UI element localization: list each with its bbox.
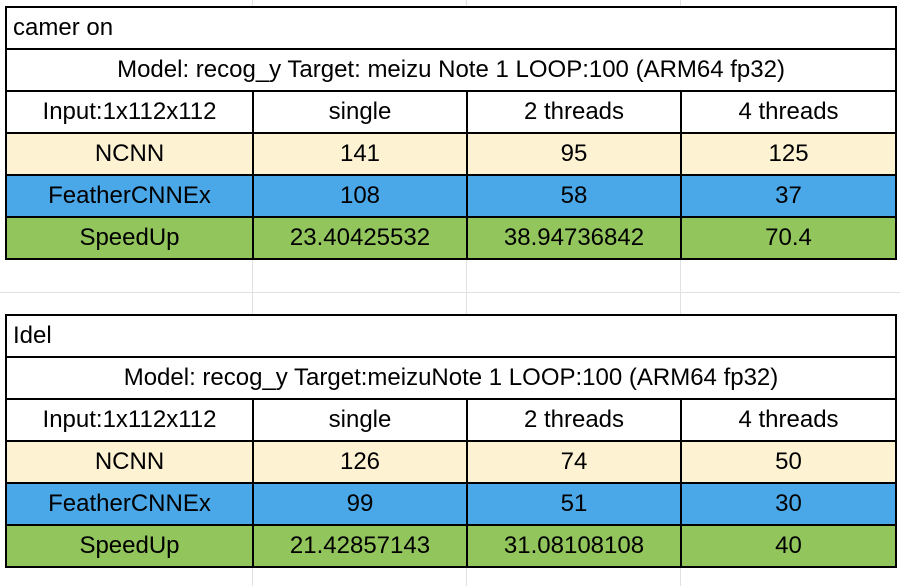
row-label-cell[interactable]: NCNN: [5, 132, 254, 176]
value-cell[interactable]: 37: [679, 174, 898, 218]
header-cell-input[interactable]: Input:1x112x112: [5, 398, 254, 442]
row-label-cell[interactable]: FeatherCNNEx: [5, 174, 254, 218]
header-cell-single[interactable]: single: [252, 90, 468, 134]
value-cell[interactable]: 51: [466, 482, 682, 526]
value-cell[interactable]: 141: [252, 132, 468, 176]
value-cell[interactable]: 58: [466, 174, 682, 218]
value-cell[interactable]: 108: [252, 174, 468, 218]
model-row: Model: recog_y Target: meizu Note 1 LOOP…: [4, 48, 898, 92]
value-cell[interactable]: 23.40425532: [252, 216, 468, 260]
value-cell[interactable]: 50: [679, 440, 898, 484]
row-label-cell[interactable]: NCNN: [5, 440, 254, 484]
table-title[interactable]: Idel: [4, 314, 898, 358]
model-description-cell[interactable]: Model: recog_y Target: meizu Note 1 LOOP…: [4, 48, 898, 92]
value-cell[interactable]: 74: [466, 440, 682, 484]
value-cell[interactable]: 70.4: [679, 216, 898, 260]
gridline: [0, 292, 900, 293]
header-cell-4-threads[interactable]: 4 threads: [679, 398, 898, 442]
value-cell[interactable]: 38.94736842: [466, 216, 682, 260]
table-row-feathercnnex: FeatherCNNEx 99 51 30: [5, 482, 898, 526]
value-cell[interactable]: 31.08108108: [466, 524, 682, 568]
header-cell-2-threads[interactable]: 2 threads: [466, 90, 682, 134]
header-cell-input[interactable]: Input:1x112x112: [5, 90, 254, 134]
row-label-cell[interactable]: SpeedUp: [5, 524, 254, 568]
header-row: Input:1x112x112 single 2 threads 4 threa…: [5, 398, 898, 442]
value-cell[interactable]: 30: [679, 482, 898, 526]
benchmark-table-idle: Idel Model: recog_y Target:meizuNote 1 L…: [4, 314, 898, 568]
benchmark-table-camera-on: camer on Model: recog_y Target: meizu No…: [4, 6, 898, 260]
model-description-cell[interactable]: Model: recog_y Target:meizuNote 1 LOOP:1…: [4, 356, 898, 400]
value-cell[interactable]: 40: [679, 524, 898, 568]
table-title[interactable]: camer on: [4, 6, 898, 50]
header-row: Input:1x112x112 single 2 threads 4 threa…: [5, 90, 898, 134]
value-cell[interactable]: 21.42857143: [252, 524, 468, 568]
table-row-ncnn: NCNN 126 74 50: [5, 440, 898, 484]
value-cell[interactable]: 126: [252, 440, 468, 484]
table-row-ncnn: NCNN 141 95 125: [5, 132, 898, 176]
value-cell[interactable]: 95: [466, 132, 682, 176]
gridline: [680, 0, 681, 586]
header-cell-single[interactable]: single: [252, 398, 468, 442]
header-cell-4-threads[interactable]: 4 threads: [679, 90, 898, 134]
header-cell-2-threads[interactable]: 2 threads: [466, 398, 682, 442]
gridline: [252, 0, 253, 586]
table-row-speedup: SpeedUp 21.42857143 31.08108108 40: [5, 524, 898, 568]
gridline: [466, 0, 467, 586]
row-label-cell[interactable]: SpeedUp: [5, 216, 254, 260]
value-cell[interactable]: 125: [679, 132, 898, 176]
row-label-cell[interactable]: FeatherCNNEx: [5, 482, 254, 526]
title-row: camer on: [4, 6, 898, 50]
value-cell[interactable]: 99: [252, 482, 468, 526]
table-row-feathercnnex: FeatherCNNEx 108 58 37: [5, 174, 898, 218]
table-row-speedup: SpeedUp 23.40425532 38.94736842 70.4: [5, 216, 898, 260]
model-row: Model: recog_y Target:meizuNote 1 LOOP:1…: [4, 356, 898, 400]
title-row: Idel: [4, 314, 898, 358]
